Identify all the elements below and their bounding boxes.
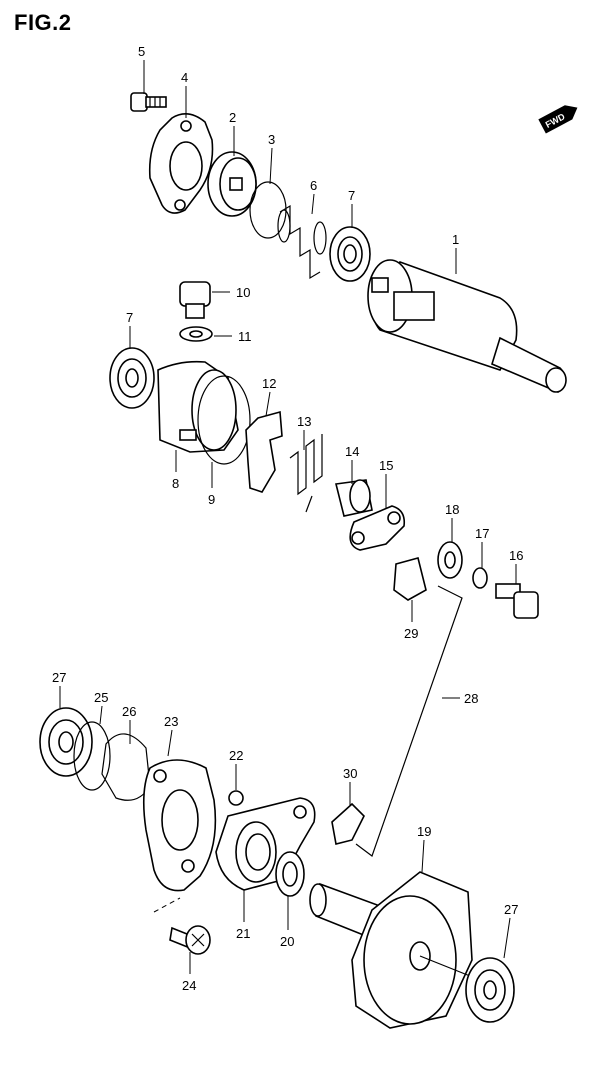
part-7-bearing-middle [109, 347, 155, 409]
part-19-gear-shaft [309, 871, 473, 1029]
callout-28: 28 [464, 691, 478, 706]
part-4-gasket [148, 113, 214, 214]
part-15-lever [349, 505, 406, 551]
callout-27-left: 27 [52, 670, 66, 685]
part-17-washer [472, 567, 488, 589]
part-5-bolt [130, 92, 167, 112]
part-11-washer [179, 326, 213, 342]
part-18-washer [437, 541, 463, 579]
callout-14: 14 [345, 444, 359, 459]
part-1-valve-body [367, 259, 567, 393]
callout-7-middle: 7 [126, 310, 133, 325]
part-29-pivot [393, 557, 427, 601]
callout-labels: 5 4 2 3 6 7 1 10 11 7 12 13 14 15 18 17 … [52, 44, 523, 993]
callout-3: 3 [268, 132, 275, 147]
callout-10: 10 [236, 285, 250, 300]
part-3-oring [249, 181, 287, 239]
callout-16: 16 [509, 548, 523, 563]
part-8-guide-housing [157, 360, 239, 453]
callout-9: 9 [208, 492, 215, 507]
part-28-rod [355, 585, 463, 857]
callout-29: 29 [404, 626, 418, 641]
callout-13: 13 [297, 414, 311, 429]
callout-7-top: 7 [348, 188, 355, 203]
callout-18: 18 [445, 502, 459, 517]
part-25-oring [73, 721, 111, 791]
part-27-bearing-right [465, 957, 515, 1023]
part-21-cover [215, 797, 316, 891]
part-2-housing [207, 151, 257, 217]
callout-6: 6 [310, 178, 317, 193]
callout-5: 5 [138, 44, 145, 59]
callout-27-right: 27 [504, 902, 518, 917]
callout-15: 15 [379, 458, 393, 473]
callout-2: 2 [229, 110, 236, 125]
callout-26: 26 [122, 704, 136, 719]
callout-1: 1 [452, 232, 459, 247]
callout-20: 20 [280, 934, 294, 949]
callout-30: 30 [343, 766, 357, 781]
part-20-seal [275, 851, 305, 897]
callout-19: 19 [417, 824, 431, 839]
callout-4: 4 [181, 70, 188, 85]
part-30-clip [331, 802, 365, 845]
part-16-bolt [495, 583, 539, 619]
callout-8: 8 [172, 476, 179, 491]
figure-title: FIG.2 [14, 10, 72, 35]
part-10-bolt [179, 281, 211, 319]
callout-17: 17 [475, 526, 489, 541]
part-23-gasket [142, 759, 217, 892]
alignment-dash [153, 897, 181, 913]
callout-24: 24 [182, 978, 196, 993]
fwd-arrow-icon: FWD [538, 105, 578, 134]
part-7-bearing-top [329, 226, 371, 282]
part-27-bearing-left [39, 707, 93, 777]
callout-12: 12 [262, 376, 276, 391]
part-14-collar [335, 479, 373, 517]
callout-23: 23 [164, 714, 178, 729]
callout-21: 21 [236, 926, 250, 941]
part-22-ball [228, 790, 244, 806]
part-6-spring [277, 204, 327, 280]
callout-22: 22 [229, 748, 243, 763]
callout-11: 11 [238, 329, 252, 344]
part-9-oring [197, 375, 251, 465]
part-13-spring [289, 434, 323, 513]
leader-lines [59, 60, 517, 974]
callout-25: 25 [94, 690, 108, 705]
part-12-plate [245, 410, 283, 493]
part-24-screw [169, 925, 211, 955]
